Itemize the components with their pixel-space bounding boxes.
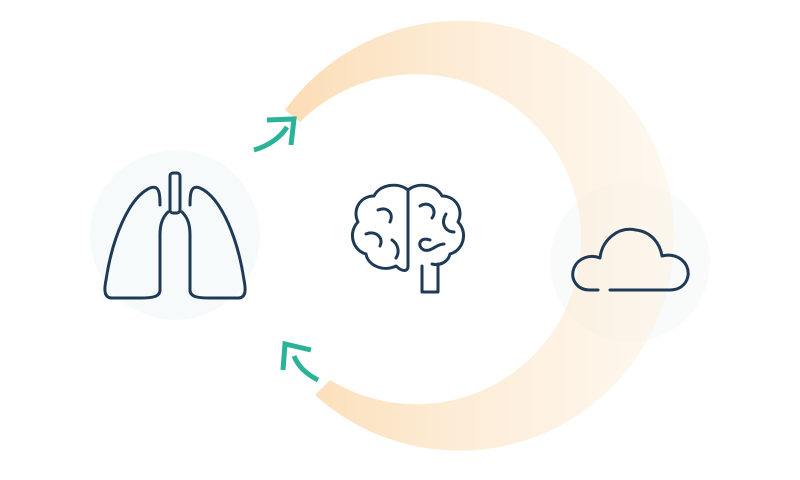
arrow-up-left-icon xyxy=(280,340,320,383)
lungs-halo xyxy=(90,150,260,320)
brain-icon xyxy=(350,183,466,294)
cloud-icon xyxy=(571,227,690,292)
lungs-icon xyxy=(103,171,247,300)
arrow-up-right-icon xyxy=(253,116,297,153)
cycle-arc xyxy=(285,20,675,451)
